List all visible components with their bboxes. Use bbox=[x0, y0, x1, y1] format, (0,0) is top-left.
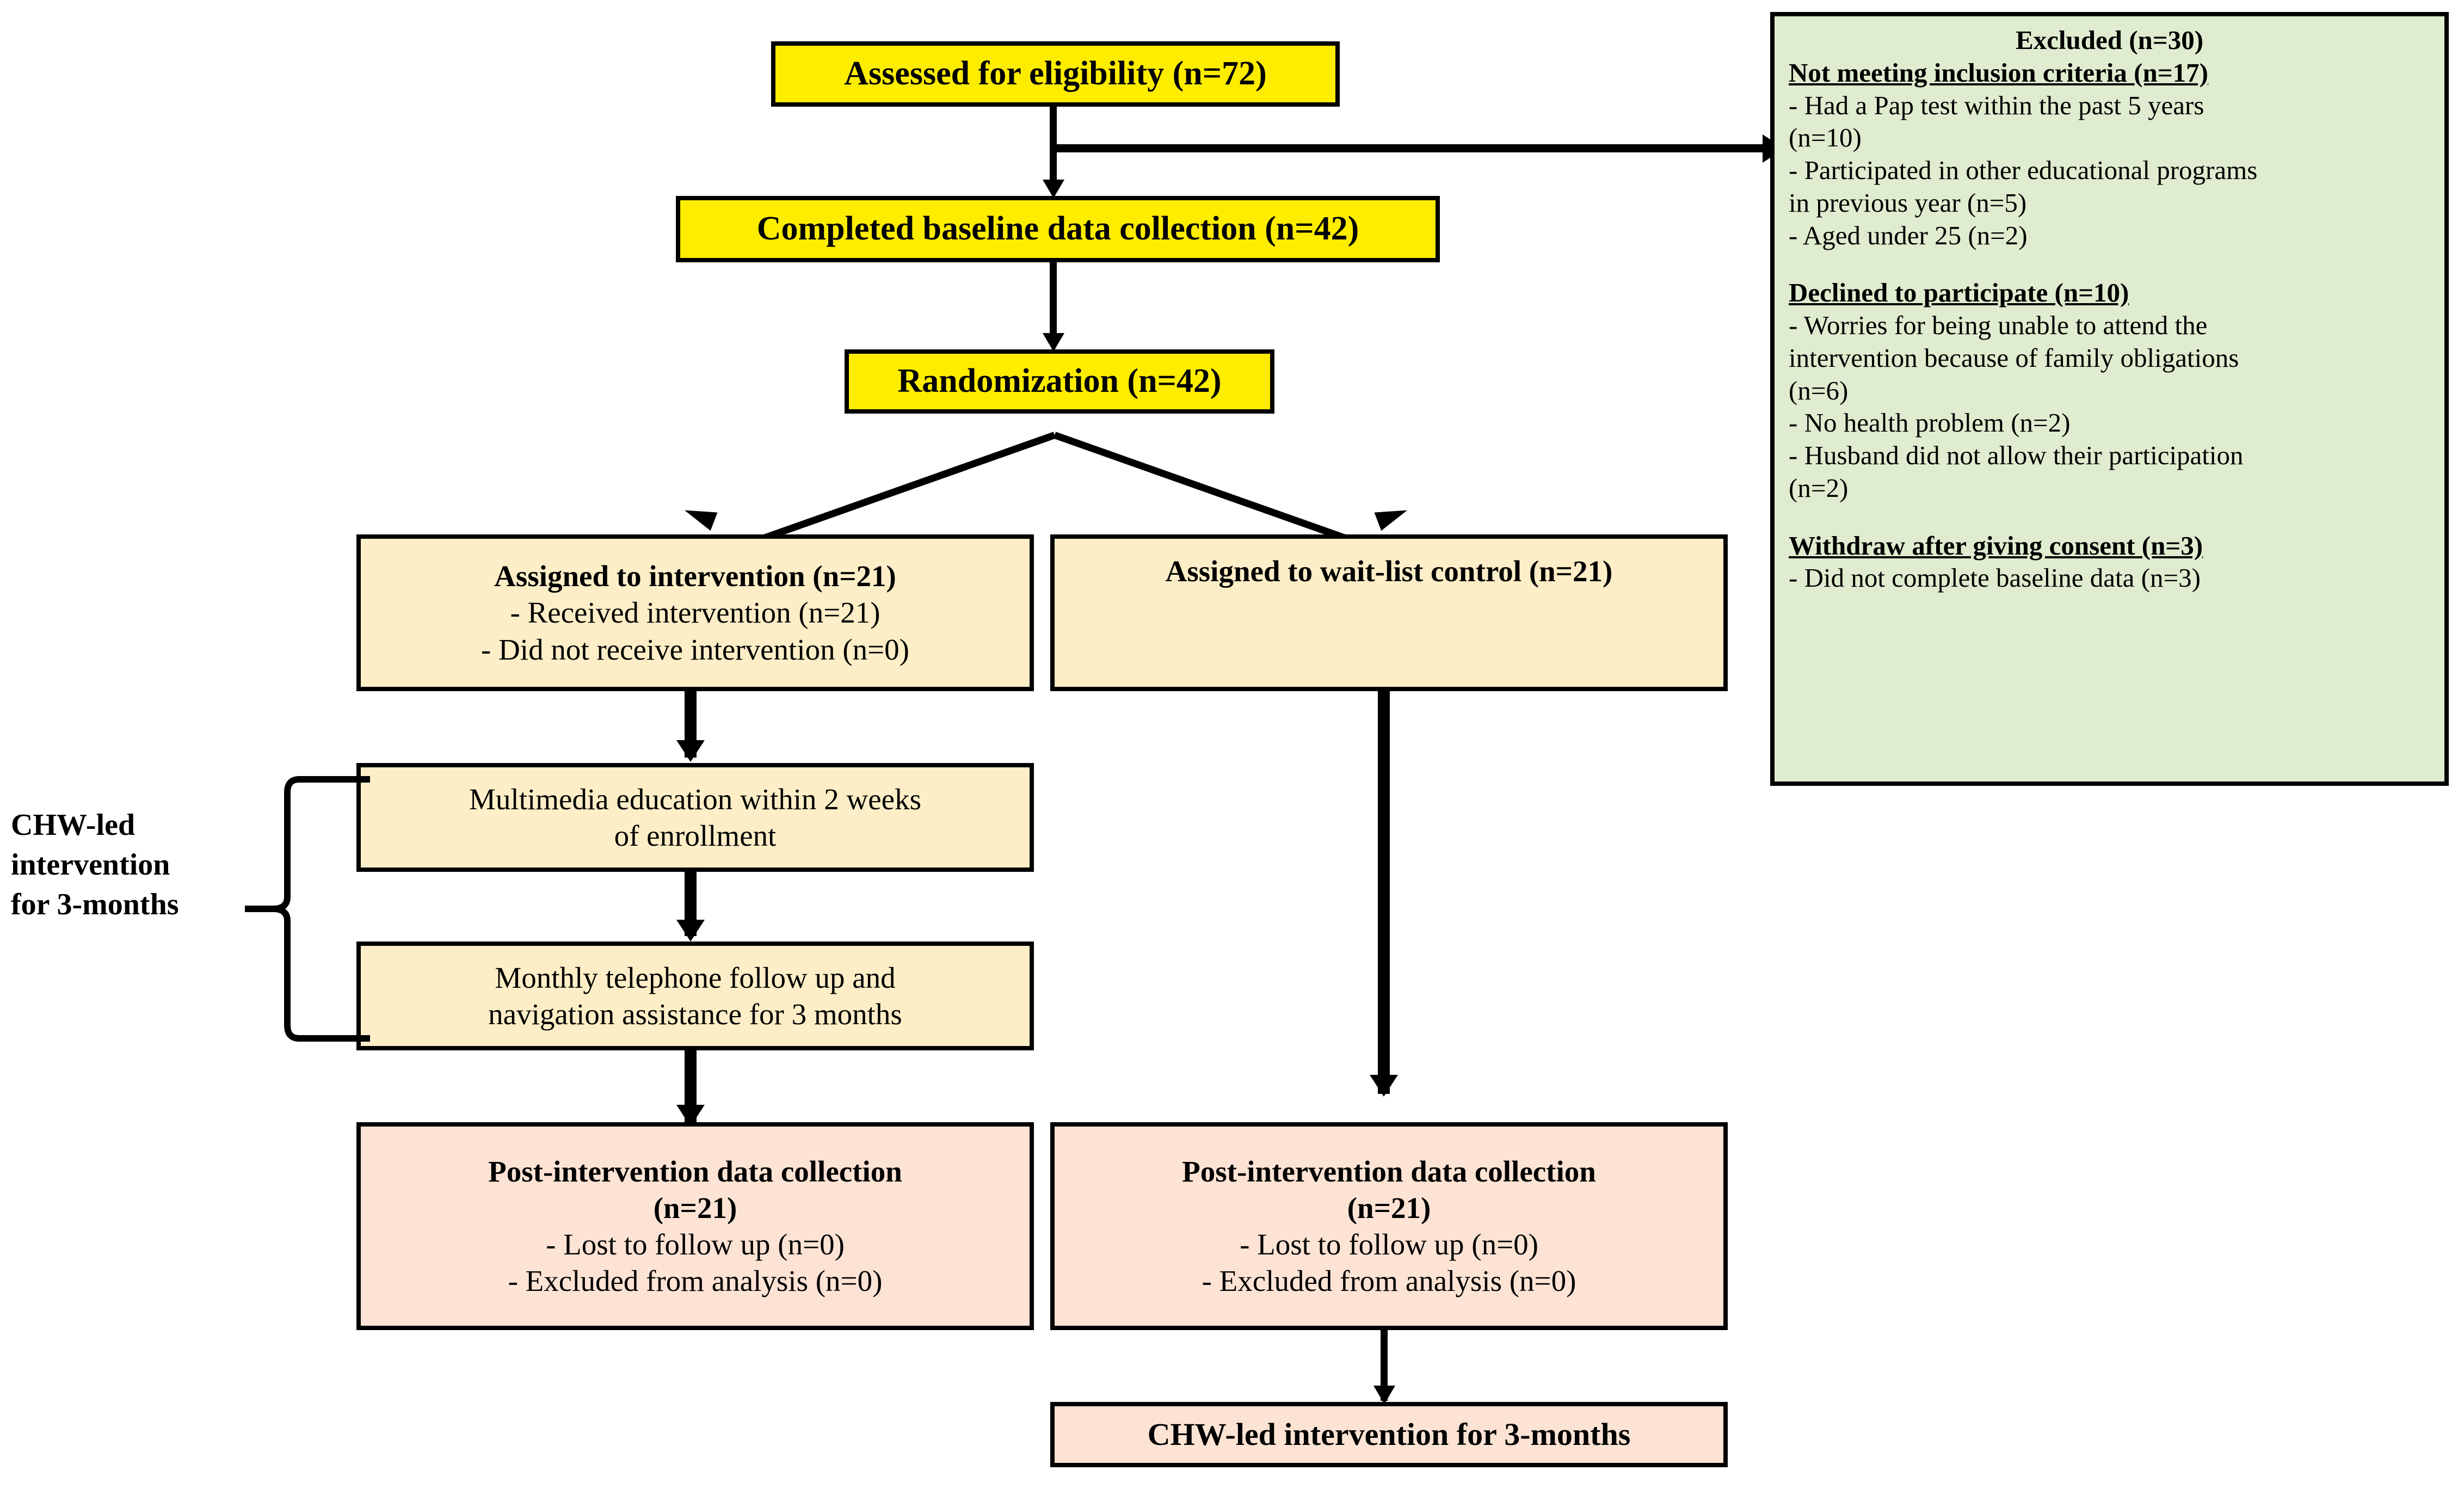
node-post-left-count: (n=21) bbox=[653, 1191, 737, 1225]
node-completed-baseline: Completed baseline data collection (n=42… bbox=[676, 196, 1440, 262]
node-telephone-followup: Monthly telephone follow up and navigati… bbox=[356, 942, 1034, 1050]
node-post-left-item-2: - Excluded from analysis (n=0) bbox=[508, 1264, 883, 1298]
connector-control-to-post-right bbox=[1378, 691, 1390, 1094]
node-assessed-for-eligibility: Assessed for eligibility (n=72) bbox=[771, 41, 1340, 107]
excluded-section2-item-1: intervention because of family obligatio… bbox=[1789, 342, 2239, 373]
node-assigned-intervention-title: Assigned to intervention (n=21) bbox=[494, 559, 896, 593]
node-randomization-label: Randomization (n=42) bbox=[897, 362, 1222, 400]
arrowhead-to-multimedia bbox=[676, 740, 705, 762]
side-label-line-2: intervention bbox=[11, 847, 170, 882]
node-chw-intervention-bottom: CHW-led intervention for 3-months bbox=[1050, 1402, 1728, 1467]
node-randomization: Randomization (n=42) bbox=[845, 349, 1274, 414]
node-multimedia-education: Multimedia education within 2 weeks of e… bbox=[356, 763, 1034, 872]
node-assigned-intervention-item-2: - Did not receive intervention (n=0) bbox=[481, 632, 909, 666]
node-post-right-item-1: - Lost to follow up (n=0) bbox=[1240, 1228, 1538, 1261]
excluded-section2-item-5: (n=2) bbox=[1789, 472, 1849, 503]
side-label-line-1: CHW-led bbox=[11, 808, 135, 842]
arrowhead-to-chw-bottom bbox=[1373, 1386, 1395, 1404]
excluded-heading: Excluded (n=30) bbox=[2015, 25, 2204, 55]
excluded-section1-item-4: - Aged under 25 (n=2) bbox=[1789, 220, 2028, 250]
node-post-right-count: (n=21) bbox=[1347, 1191, 1431, 1225]
arrowhead-to-telephone bbox=[676, 920, 705, 942]
connector-baseline-to-randomization bbox=[1050, 262, 1057, 345]
arrowhead-to-post-right bbox=[1370, 1075, 1398, 1097]
excluded-section1-item-0: - Had a Pap test within the past 5 years bbox=[1789, 90, 2204, 120]
node-post-intervention-left: Post-intervention data collection (n=21)… bbox=[356, 1122, 1034, 1330]
excluded-section3-heading: Withdraw after giving consent (n=3) bbox=[1789, 530, 2203, 561]
node-chw-bottom-label: CHW-led intervention for 3-months bbox=[1147, 1416, 1631, 1452]
excluded-section2-item-3: - No health problem (n=2) bbox=[1789, 408, 2071, 438]
node-post-right-title: Post-intervention data collection bbox=[1182, 1154, 1596, 1188]
excluded-section1-item-1: (n=10) bbox=[1789, 122, 1862, 153]
node-multimedia-line-1: Multimedia education within 2 weeks bbox=[469, 782, 921, 816]
arrowhead-randomization-right bbox=[1374, 501, 1411, 531]
excluded-section2-item-2: (n=6) bbox=[1789, 375, 1849, 405]
excluded-spacer-1 bbox=[1789, 251, 2430, 276]
connector-post-right-to-chw bbox=[1381, 1330, 1388, 1401]
arrowhead-to-randomization bbox=[1043, 333, 1064, 352]
node-assigned-control-title: Assigned to wait-list control (n=21) bbox=[1165, 555, 1613, 588]
node-assigned-control: Assigned to wait-list control (n=21) bbox=[1050, 534, 1728, 691]
connector-assessed-to-excluded bbox=[1050, 144, 1763, 152]
excluded-section1-heading: Not meeting inclusion criteria (n=17) bbox=[1789, 57, 2208, 88]
side-label-chw-intervention: CHW-led intervention for 3-months bbox=[11, 805, 239, 924]
node-post-intervention-right: Post-intervention data collection (n=21)… bbox=[1050, 1122, 1728, 1330]
brace-chw-intervention bbox=[245, 776, 370, 1042]
arrowhead-to-baseline bbox=[1043, 180, 1064, 198]
node-assigned-intervention: Assigned to intervention (n=21) - Receiv… bbox=[356, 534, 1034, 691]
node-assessed-label: Assessed for eligibility (n=72) bbox=[844, 55, 1267, 93]
node-excluded: Excluded (n=30) Not meeting inclusion cr… bbox=[1770, 12, 2449, 786]
node-assigned-intervention-item-1: - Received intervention (n=21) bbox=[510, 596, 880, 630]
excluded-section1-item-2: - Participated in other educational prog… bbox=[1789, 155, 2258, 186]
node-multimedia-line-2: of enrollment bbox=[614, 819, 777, 852]
excluded-spacer-2 bbox=[1789, 504, 2430, 530]
node-post-left-title: Post-intervention data collection bbox=[488, 1154, 902, 1188]
arrowhead-randomization-left bbox=[681, 501, 718, 531]
node-telephone-line-2: navigation assistance for 3 months bbox=[488, 998, 902, 1031]
node-baseline-label: Completed baseline data collection (n=42… bbox=[756, 210, 1359, 248]
excluded-section2-item-4: - Husband did not allow their participat… bbox=[1789, 440, 2244, 471]
node-post-right-item-2: - Excluded from analysis (n=0) bbox=[1202, 1264, 1576, 1298]
excluded-section2-item-0: - Worries for being unable to attend the bbox=[1789, 310, 2208, 341]
node-telephone-line-1: Monthly telephone follow up and bbox=[495, 961, 896, 994]
node-post-left-item-1: - Lost to follow up (n=0) bbox=[546, 1228, 845, 1261]
excluded-section1-item-3: in previous year (n=5) bbox=[1789, 187, 2027, 218]
excluded-section2-heading: Declined to participate (n=10) bbox=[1789, 278, 2129, 308]
side-label-line-3: for 3-months bbox=[11, 887, 179, 921]
excluded-section3-item-0: - Did not complete baseline data (n=3) bbox=[1789, 563, 2201, 593]
